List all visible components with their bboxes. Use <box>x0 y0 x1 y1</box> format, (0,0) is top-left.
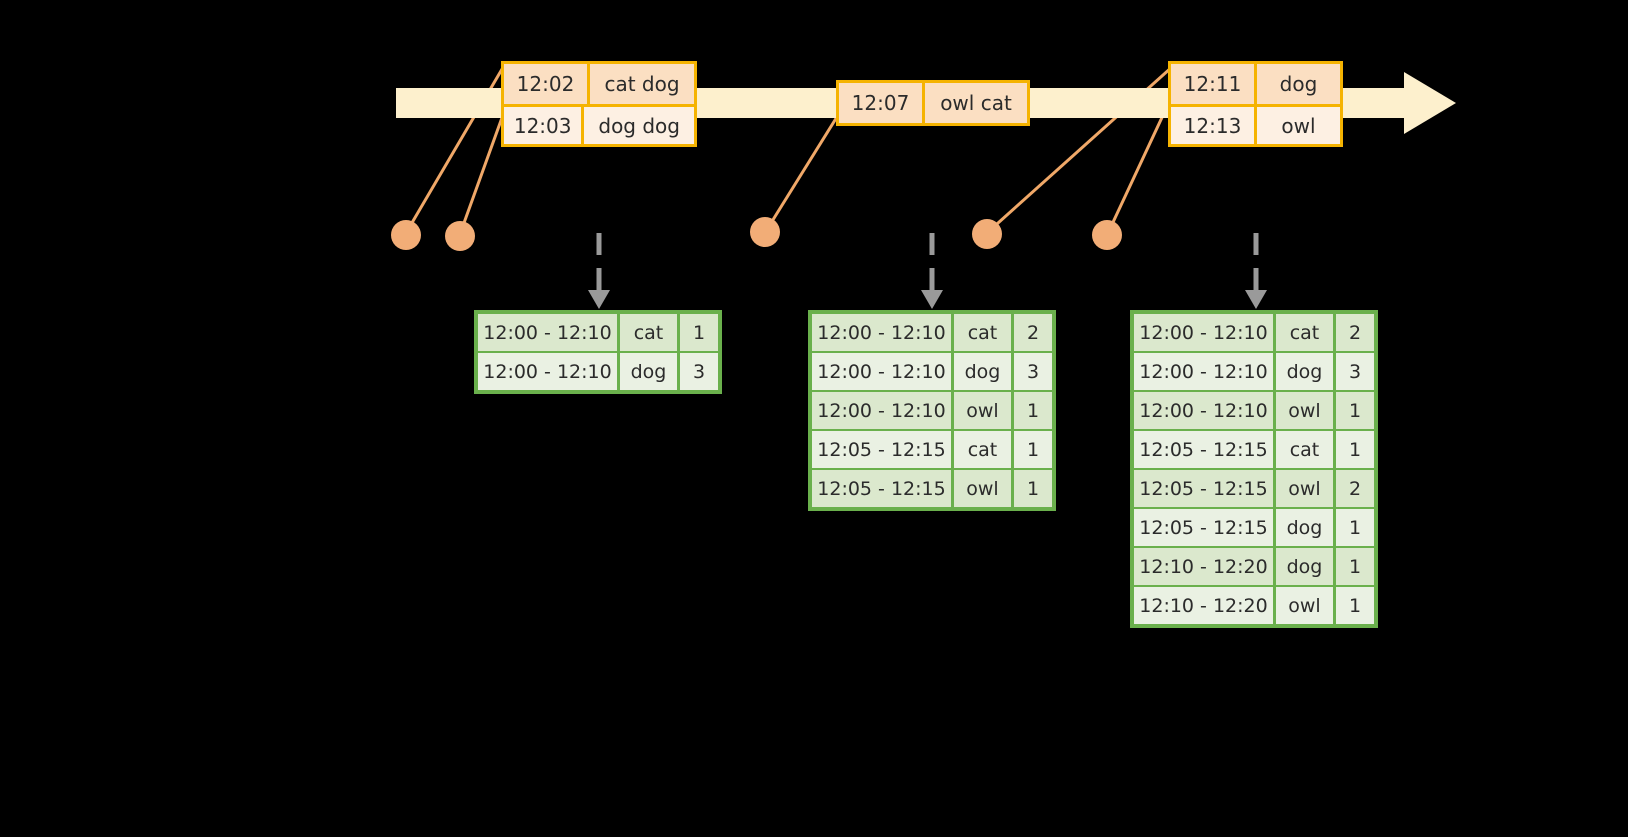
count-cell: 1 <box>1348 399 1362 422</box>
window-cell: 12:00 - 12:10 <box>812 392 954 429</box>
key-cell: dog <box>620 353 680 390</box>
window-cell: 12:00 - 12:10 <box>1134 353 1276 390</box>
count-cell: 2 <box>1026 321 1040 344</box>
count-cell: 1 <box>1026 399 1040 422</box>
key-cell: owl <box>1276 392 1336 429</box>
count-cell: 1 <box>1348 594 1362 617</box>
window-cell: 12:00 - 12:10 <box>1134 314 1276 351</box>
event-group-3[interactable]: 12:11 dog 12:13 owl <box>1168 61 1343 147</box>
event-time: 12:13 <box>1171 107 1257 144</box>
event-row[interactable]: 12:03 dog dog <box>504 104 694 144</box>
count-cell: 3 <box>1026 360 1040 383</box>
window-cell: 12:05 - 12:15 <box>1134 509 1276 546</box>
event-row[interactable]: 12:07 owl cat <box>839 83 1027 123</box>
window-cell: 12:00 - 12:10 <box>1134 392 1276 429</box>
window-cell: 12:00 - 12:10 <box>478 314 620 351</box>
key-cell: cat <box>1276 314 1336 351</box>
key-cell: dog <box>1276 509 1336 546</box>
key-cell: owl <box>954 392 1014 429</box>
event-time: 12:11 <box>1171 64 1257 104</box>
event-row[interactable]: 12:11 dog <box>1171 64 1340 104</box>
event-dot-5 <box>1092 220 1122 250</box>
event-group-1[interactable]: 12:02 cat dog 12:03 dog dog <box>501 61 697 147</box>
dashed-arrow-3 <box>1245 233 1267 309</box>
count-cell: 1 <box>1348 438 1362 461</box>
count-cell: 1 <box>1026 477 1040 500</box>
count-cell: 1 <box>1348 555 1362 578</box>
key-cell: dog <box>1276 548 1336 585</box>
timeline-arrow-head <box>1404 72 1456 134</box>
key-cell: owl <box>1276 470 1336 507</box>
count-cell: 1 <box>1026 438 1040 461</box>
key-cell: owl <box>954 470 1014 507</box>
count-cell: 2 <box>1348 477 1362 500</box>
event-time: 12:03 <box>504 107 585 144</box>
key-cell: dog <box>954 353 1014 390</box>
window-cell: 12:05 - 12:15 <box>812 470 954 507</box>
event-text: dog <box>1279 72 1318 96</box>
count-cell: 3 <box>1348 360 1362 383</box>
event-row[interactable]: 12:13 owl <box>1171 104 1340 144</box>
event-text: cat dog <box>604 72 680 96</box>
key-cell: cat <box>954 314 1014 351</box>
count-cell: 1 <box>692 321 706 344</box>
key-cell: cat <box>1276 431 1336 468</box>
window-cell: 12:05 - 12:15 <box>1134 431 1276 468</box>
count-cell: 3 <box>692 360 706 383</box>
window-cell: 12:00 - 12:10 <box>478 353 620 390</box>
key-cell: cat <box>620 314 680 351</box>
dashed-arrow-1 <box>588 233 610 309</box>
event-dot-1 <box>391 220 421 250</box>
event-dot-4 <box>972 219 1002 249</box>
count-cell: 1 <box>1348 516 1362 539</box>
window-cell: 12:10 - 12:20 <box>1134 587 1276 624</box>
window-cell: 12:00 - 12:10 <box>812 314 954 351</box>
event-dot-3 <box>750 217 780 247</box>
window-cell: 12:05 - 12:15 <box>812 431 954 468</box>
window-cell: 12:05 - 12:15 <box>1134 470 1276 507</box>
window-cell: 12:10 - 12:20 <box>1134 548 1276 585</box>
event-time: 12:02 <box>504 64 590 104</box>
count-cell: 2 <box>1348 321 1362 344</box>
window-cell: 12:00 - 12:10 <box>812 353 954 390</box>
key-cell: owl <box>1276 587 1336 624</box>
event-text: owl cat <box>940 91 1012 115</box>
event-text: owl <box>1281 113 1316 138</box>
key-cell: cat <box>954 431 1014 468</box>
dashed-arrow-2 <box>921 233 943 309</box>
event-text: dog dog <box>598 113 680 138</box>
event-row[interactable]: 12:02 cat dog <box>504 64 694 104</box>
event-time: 12:07 <box>839 83 925 123</box>
connector-line-3 <box>764 111 842 232</box>
key-cell: dog <box>1276 353 1336 390</box>
event-dot-2 <box>445 221 475 251</box>
event-group-2[interactable]: 12:07 owl cat <box>836 80 1030 126</box>
